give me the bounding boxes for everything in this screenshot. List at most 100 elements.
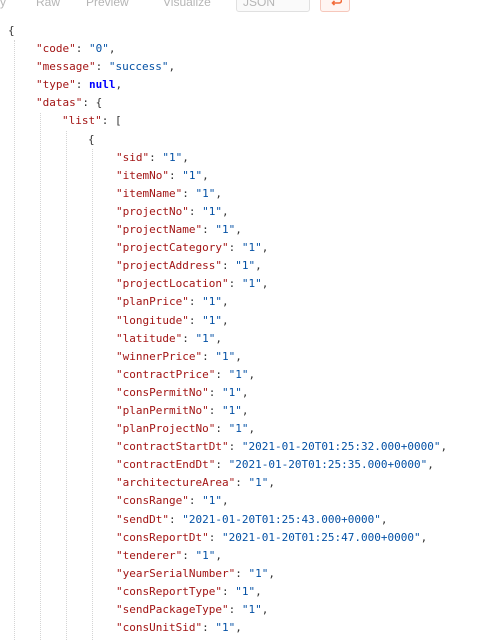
json-comma: , — [241, 403, 249, 417]
json-response-view[interactable]: {"code": "0","message": "success","type"… — [0, 22, 495, 640]
json-value: "2021-01-20T01:25:35.000+0000" — [228, 458, 428, 472]
json-comma: , — [248, 422, 256, 436]
json-field-contractPrice: "contractPrice": "1", — [0, 366, 495, 384]
json-value: "1" — [248, 476, 269, 490]
json-brace: { — [8, 24, 15, 37]
json-field-consUnitSid: "consUnitSid": "1", — [0, 619, 495, 637]
json-comma: , — [420, 530, 428, 544]
json-key: "list" — [62, 114, 102, 128]
json-key: "projectName" — [116, 223, 203, 237]
json-value: "2021-01-20T01:25:47.000+0000" — [221, 530, 421, 544]
tab-raw[interactable]: Raw — [36, 0, 61, 9]
json-comma: , — [168, 60, 176, 74]
json-key: "consReportDt" — [116, 530, 209, 544]
json-field-message: "message": "success", — [0, 58, 495, 76]
response-toolbar: y Raw Preview Visualize JSON — [0, 0, 495, 14]
json-field-itemName: "itemName": "1", — [0, 185, 495, 203]
json-value: "1" — [195, 548, 216, 562]
json-colon: : — [75, 78, 89, 92]
tab-visualize[interactable]: Visualize — [163, 0, 211, 9]
json-field-contractStartDt: "contractStartDt": "2021-01-20T01:25:32.… — [0, 438, 495, 456]
json-field-architectureArea: "architectureArea": "1", — [0, 474, 495, 492]
json-colon: : — [208, 530, 222, 544]
json-value: "1" — [182, 168, 203, 182]
json-value: "2021-01-20T01:25:43.000+0000" — [182, 512, 381, 526]
json-field-latitude: "latitude": "1", — [0, 330, 495, 348]
json-comma: , — [215, 548, 222, 562]
json-colon: : — [168, 512, 183, 526]
json-key: "sendPackageType" — [116, 603, 229, 616]
json-comma: , — [202, 168, 209, 182]
json-value: "1" — [241, 241, 262, 255]
json-value: "1" — [202, 295, 222, 309]
json-key: "yearSerialNumber" — [116, 566, 236, 580]
json-field-sendDt: "sendDt": "2021-01-20T01:25:43.000+0000"… — [0, 511, 495, 529]
json-value: "1" — [215, 621, 236, 635]
json-colon: : — [215, 367, 229, 381]
wrap-lines-button[interactable] — [320, 0, 350, 12]
json-field-planProjectNo: "planProjectNo": "1", — [0, 420, 495, 438]
json-comma: , — [268, 566, 275, 580]
json-comma: , — [182, 150, 189, 164]
tab-preview[interactable]: Preview — [86, 0, 129, 9]
json-field-contractEndDt: "contractEndDt": "2021-01-20T01:25:35.00… — [0, 456, 495, 474]
json-key: "projectNo" — [116, 204, 189, 218]
json-field-projectCategory: "projectCategory": "1", — [0, 239, 495, 257]
json-value: "1" — [215, 223, 236, 237]
json-field-type: "type": null, — [0, 76, 495, 94]
json-key: "longitude" — [116, 313, 189, 327]
json-colon: : — [202, 223, 216, 237]
json-brace: { — [88, 132, 95, 146]
json-field-planPermitNo: "planPermitNo": "1", — [0, 402, 495, 420]
json-colon: : — [208, 385, 222, 399]
json-comma: , — [427, 458, 434, 472]
json-value: "1" — [202, 204, 222, 218]
json-colon: : — [182, 186, 196, 200]
json-colon: : — [149, 150, 163, 164]
json-colon: : — [188, 295, 203, 309]
json-colon: : — [188, 313, 203, 327]
json-value: "1" — [235, 259, 256, 273]
json-brace: { — [95, 96, 103, 110]
json-key: "planProjectNo" — [116, 422, 216, 436]
json-key: "consReportType" — [116, 584, 222, 598]
wrap-lines-icon — [331, 0, 342, 6]
json-comma: , — [261, 277, 269, 291]
json-key: "itemName" — [116, 186, 183, 200]
json-comma: , — [115, 78, 123, 92]
json-colon: : — [215, 458, 229, 472]
indent-guide — [40, 113, 41, 640]
json-value: "1" — [241, 277, 262, 291]
json-value: "1" — [195, 186, 216, 200]
json-field-datas: "datas": { — [0, 94, 495, 112]
json-key: "message" — [36, 60, 96, 74]
json-field-list: "list": [ — [0, 112, 495, 130]
format-select[interactable]: JSON — [236, 0, 310, 12]
json-comma: , — [221, 494, 229, 508]
json-value: "1" — [162, 150, 183, 164]
json-key: "consPermitNo" — [116, 385, 209, 399]
json-field-projectNo: "projectNo": "1", — [0, 203, 495, 221]
json-key: "itemNo" — [116, 168, 169, 182]
indent-guide — [14, 40, 15, 640]
json-comma: , — [380, 512, 388, 526]
json-colon: : — [228, 277, 242, 291]
json-value: "1" — [241, 603, 262, 616]
json-comma: , — [268, 476, 275, 490]
json-comma: , — [241, 385, 249, 399]
json-value: "1" — [248, 566, 269, 580]
json-comma: , — [255, 259, 262, 273]
indent-guide — [66, 131, 67, 640]
json-value: "2021-01-20T01:25:32.000+0000" — [241, 440, 441, 454]
json-field-consReportDt: "consReportDt": "2021-01-20T01:25:47.000… — [0, 529, 495, 547]
tab-body[interactable]: y — [0, 0, 6, 9]
json-key: "projectCategory" — [116, 241, 229, 255]
json-colon: : — [182, 331, 196, 345]
json-colon: : — [182, 548, 196, 562]
json-field-yearSerialNumber: "yearSerialNumber": "1", — [0, 565, 495, 583]
json-value: "1" — [202, 494, 222, 508]
json-comma: , — [108, 42, 116, 56]
json-field-planPrice: "planPrice": "1", — [0, 293, 495, 311]
json-item-open: { — [0, 131, 495, 149]
json-comma: , — [235, 349, 242, 363]
